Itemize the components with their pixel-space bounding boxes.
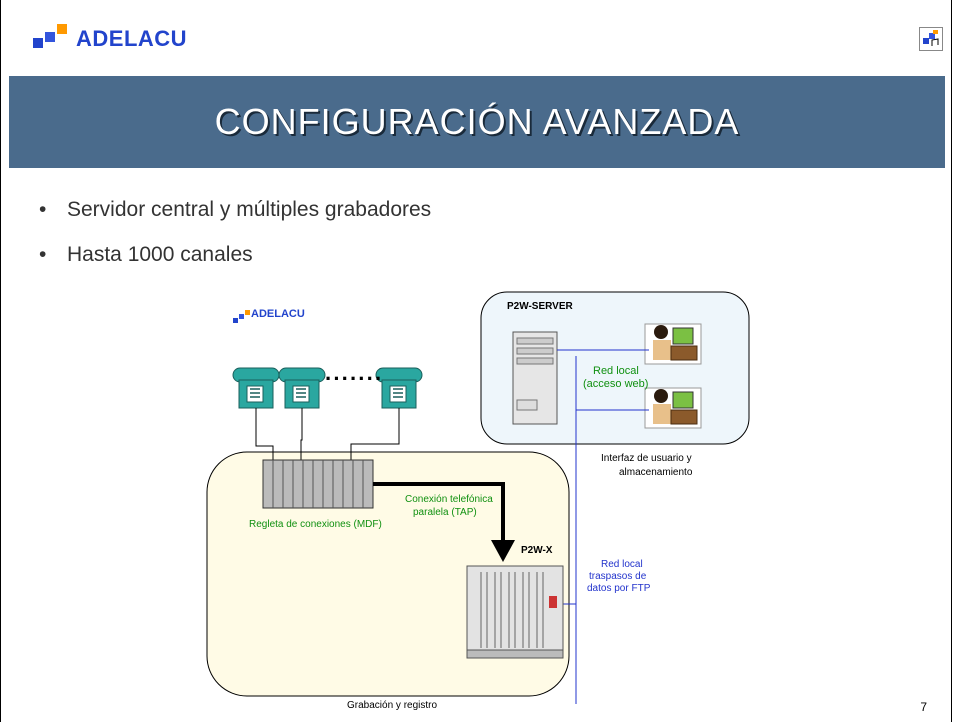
- p2w-x-title: P2W-X: [521, 545, 553, 556]
- title-bar: CONFIGURACIÓN AVANZADA: [9, 76, 945, 168]
- phone-icon: [232, 367, 280, 409]
- diagram-logo-icon: [233, 310, 250, 323]
- phone-icon: [375, 367, 423, 409]
- tap-label-1: Conexión telefónica: [405, 494, 493, 505]
- ftp-label-2: traspasos de: [589, 571, 647, 582]
- server-title: P2W-SERVER: [507, 301, 573, 312]
- server-tower-icon: [512, 331, 558, 425]
- acceso-web-label: (acceso web): [583, 378, 649, 390]
- interface-label-2: almacenamiento: [619, 467, 693, 478]
- workstation-icon: [644, 323, 702, 365]
- adelacu-logo: ADELACU: [31, 22, 187, 52]
- interface-label-1: Interfaz de usuario y: [601, 453, 692, 464]
- logo-squares-icon: [33, 24, 67, 48]
- bullet-text: Servidor central y múltiples grabadores: [67, 198, 432, 221]
- bullet-text: Hasta 1000 canales: [67, 243, 253, 266]
- slide-title: CONFIGURACIÓN AVANZADA: [214, 101, 740, 142]
- red-local-label: Red local: [593, 365, 639, 377]
- logo-text: ADELACU: [76, 26, 188, 51]
- page-number: 7: [920, 700, 927, 714]
- recording-label: Grabación y registro: [347, 700, 438, 711]
- ftp-label-3: datos por FTP: [587, 583, 651, 594]
- phone-ellipsis: ·······: [325, 366, 384, 391]
- workstation-icon: [644, 387, 702, 429]
- phone-icon: [278, 367, 326, 409]
- tap-label-2: paralela (TAP): [413, 507, 477, 518]
- mdf-label: Regleta de conexiones (MDF): [249, 519, 382, 530]
- ftp-label-1: Red local: [601, 559, 643, 570]
- bullet-dot-icon: •: [39, 198, 47, 221]
- presentation-icon[interactable]: [919, 27, 943, 51]
- diagram-logo-text: ADELACU: [251, 308, 305, 320]
- p2w-x-rack-icon: [466, 565, 564, 659]
- bullet-dot-icon: •: [39, 243, 47, 266]
- bullet-item: • Servidor central y múltiples grabadores: [39, 198, 431, 222]
- mdf-block-icon: [262, 459, 374, 509]
- bullet-item: • Hasta 1000 canales: [39, 243, 253, 267]
